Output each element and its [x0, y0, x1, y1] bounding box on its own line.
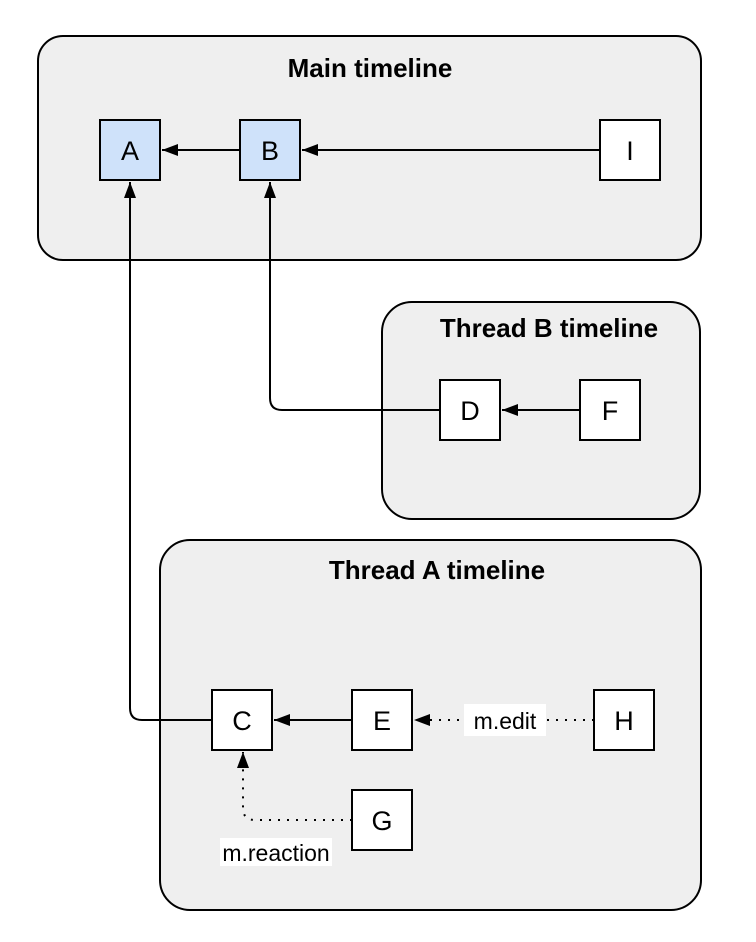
m-edit-label: m.edit [474, 708, 537, 734]
main-timeline-title: Main timeline [288, 53, 453, 83]
node-g [351, 789, 413, 851]
thread-b-timeline-title: Thread B timeline [440, 313, 658, 343]
m-edit-label-background [464, 704, 546, 736]
node-e-label: E [373, 706, 391, 736]
node-i [599, 119, 661, 181]
node-g-label: G [371, 806, 392, 836]
node-c-label: C [232, 706, 252, 736]
node-f [579, 379, 641, 441]
container-thread-a-timeline [159, 539, 702, 911]
thread-a-timeline-title: Thread A timeline [329, 555, 545, 585]
node-h [593, 689, 655, 751]
container-main-timeline [37, 35, 702, 261]
node-h-label: H [614, 706, 634, 736]
node-f-label: F [602, 396, 619, 426]
node-a-label: A [121, 136, 139, 166]
m-reaction-label-background [220, 838, 332, 866]
node-i-label: I [626, 136, 634, 166]
m-reaction-label: m.reaction [222, 840, 329, 866]
node-c [211, 689, 273, 751]
node-d-label: D [460, 396, 480, 426]
edge-d-to-b [264, 182, 440, 411]
node-b-label: B [261, 136, 279, 166]
node-d [439, 379, 501, 441]
node-b [239, 119, 301, 181]
node-a [99, 119, 161, 181]
node-e [351, 689, 413, 751]
edge-c-to-a [124, 182, 212, 721]
